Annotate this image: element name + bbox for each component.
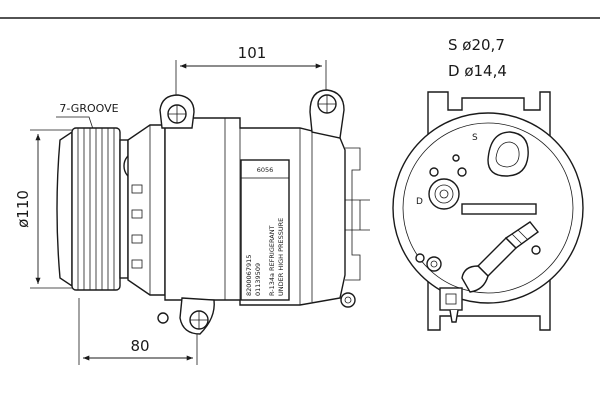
rear-rib [461,203,537,215]
dimension-width: 101 [175,44,327,95]
clutch-connector [439,221,540,323]
mounting-ear-top-left [159,94,195,129]
label-plate-code: 6056 [257,166,274,174]
label-plate-part-number-1: 8200067915 [245,255,253,296]
dimension-diameter-label: ø110 [14,190,32,228]
rear-view: S ø20,7 D ø14,4 S D [392,36,584,331]
rear-bolt-holes [415,154,541,272]
front-housing [127,124,166,296]
label-plate-refrigerant: R-134a REFRIGERANT [268,225,276,296]
discharge-port: D [416,178,460,210]
suction-port-letter: S [472,133,478,143]
label-plate-part-number-2: 01139509 [254,263,262,296]
dimension-diameter: ø110 [14,129,72,289]
dimension-offset-label: 80 [130,337,149,355]
suction-port: S [472,131,529,177]
discharge-port-spec: D ø14,4 [448,62,507,80]
label-plate-pressure: UNDER HIGH PRESSURE [277,218,285,296]
mounting-ear-bottom [157,292,356,335]
label-plate: 6056 8200067915 01139509 R-134a REFRIGER… [240,159,290,301]
mounting-ear-top-right [309,89,345,139]
pulley-label: 7-GROOVE [59,102,118,115]
side-view: 101 ø110 80 7-GROOVE [14,44,370,365]
discharge-port-letter: D [416,197,423,207]
dimension-offset: 80 [78,298,198,365]
suction-port-spec: S ø20,7 [448,36,505,54]
dimension-width-label: 101 [238,44,267,62]
